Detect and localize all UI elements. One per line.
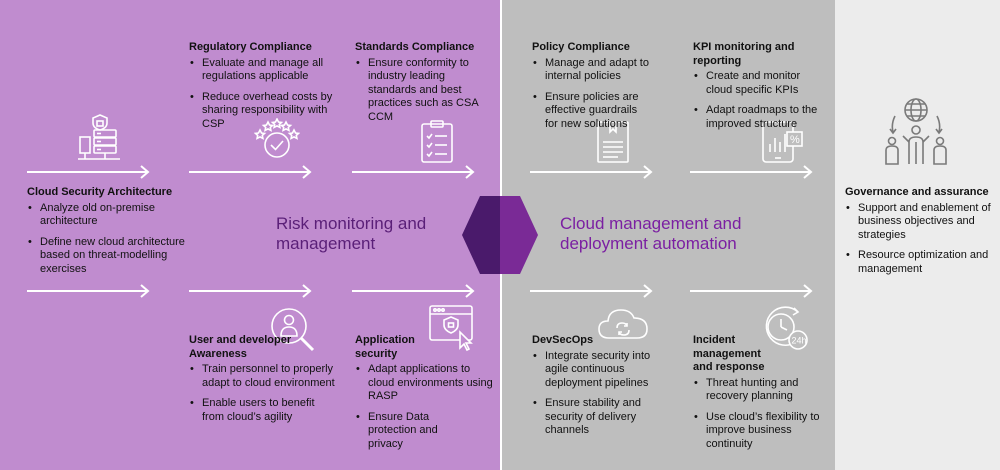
bullet: Analyze old on-premise architecture <box>27 202 187 229</box>
block-title: Policy Compliance <box>532 41 630 53</box>
arrow-bottom-5 <box>690 284 814 298</box>
bullet: Enable users to benefit from cloud’s agi… <box>189 397 337 424</box>
block-title: Standards Compliance <box>355 41 475 53</box>
risk-monitoring-title: Risk monitoring and management <box>276 214 427 253</box>
bullet: Support and enablement of business objec… <box>845 202 995 243</box>
block-user-awareness: User and developer Awareness Train perso… <box>189 334 337 431</box>
arrow-bottom-4 <box>530 284 654 298</box>
center-hexagon <box>462 196 538 274</box>
arrow-bottom-2 <box>189 284 313 298</box>
bullet: Ensure conformity to industry leading st… <box>355 57 495 125</box>
svg-text:%: % <box>790 134 800 146</box>
bullet: Adapt roadmaps to the improved structure <box>693 104 828 131</box>
block-policy-compliance: Policy Compliance Manage and adapt to in… <box>532 41 672 138</box>
clipboard-check-icon <box>420 120 454 164</box>
block-title: User and developer Awareness <box>189 334 292 360</box>
arrow-top-2 <box>189 165 313 179</box>
block-title: DevSecOps <box>532 334 594 346</box>
bullet: Use cloud’s flexibility to improve busin… <box>693 411 828 452</box>
block-title: Cloud Security Architecture <box>27 186 173 198</box>
arrow-top-4 <box>530 165 654 179</box>
bullet: Define new cloud architecture based on t… <box>27 236 187 277</box>
block-title: Application security <box>355 334 415 360</box>
block-governance-assurance: Governance and assurance Support and ena… <box>845 186 995 283</box>
arrow-bottom-3 <box>352 284 476 298</box>
arrow-bottom-1 <box>27 284 151 298</box>
bullet: Train personnel to properly adapt to clo… <box>189 363 337 390</box>
svg-text:24h: 24h <box>792 336 807 346</box>
bullet: Evaluate and manage all regulations appl… <box>189 57 337 84</box>
bullet: Ensure stability and security of deliver… <box>532 397 672 438</box>
person-search-icon <box>268 305 318 355</box>
block-regulatory-compliance: Regulatory Compliance Evaluate and manag… <box>189 41 337 138</box>
block-devsecops: DevSecOps Integrate security into agile … <box>532 334 672 445</box>
block-title: Incident management and response <box>693 334 765 373</box>
arrow-top-3 <box>352 165 476 179</box>
cloud-sync-icon <box>597 304 649 344</box>
block-title: Regulatory Compliance <box>189 41 312 53</box>
block-incident-management: Incident management and response Threat … <box>693 334 828 458</box>
block-standards-compliance: Standards Compliance Ensure conformity t… <box>355 41 495 131</box>
bullet: Manage and adapt to internal policies <box>532 57 672 84</box>
block-cloud-security-architecture: Cloud Security Architecture Analyze old … <box>27 186 187 283</box>
clock-24h-icon: 24h <box>760 302 810 352</box>
bullet: Reduce overhead costs by sharing respons… <box>189 91 337 132</box>
arrow-top-5 <box>690 165 814 179</box>
cloud-management-title: Cloud management and deployment automati… <box>560 214 742 253</box>
block-application-security: Application security Adapt applications … <box>355 334 495 458</box>
bullet: Adapt applications to cloud environments… <box>355 363 495 404</box>
browser-lock-icon <box>428 304 478 354</box>
block-title: Governance and assurance <box>845 186 989 198</box>
bullet: Integrate security into agile continuous… <box>532 350 672 391</box>
bullet: Ensure policies are effective guardrails… <box>532 91 647 132</box>
bullet: Threat hunting and recovery planning <box>693 377 828 404</box>
bullet: Ensure Data protection and privacy <box>355 411 465 452</box>
block-title: KPI monitoring and reporting <box>693 41 795 67</box>
arrow-top-1 <box>27 165 151 179</box>
block-kpi-monitoring: KPI monitoring and reporting Create and … <box>693 41 828 138</box>
bullet: Resource optimization and management <box>845 249 995 276</box>
server-lock-icon <box>76 113 126 163</box>
globe-people-icon <box>881 96 951 166</box>
bullet: Create and monitor cloud specific KPIs <box>693 70 808 97</box>
